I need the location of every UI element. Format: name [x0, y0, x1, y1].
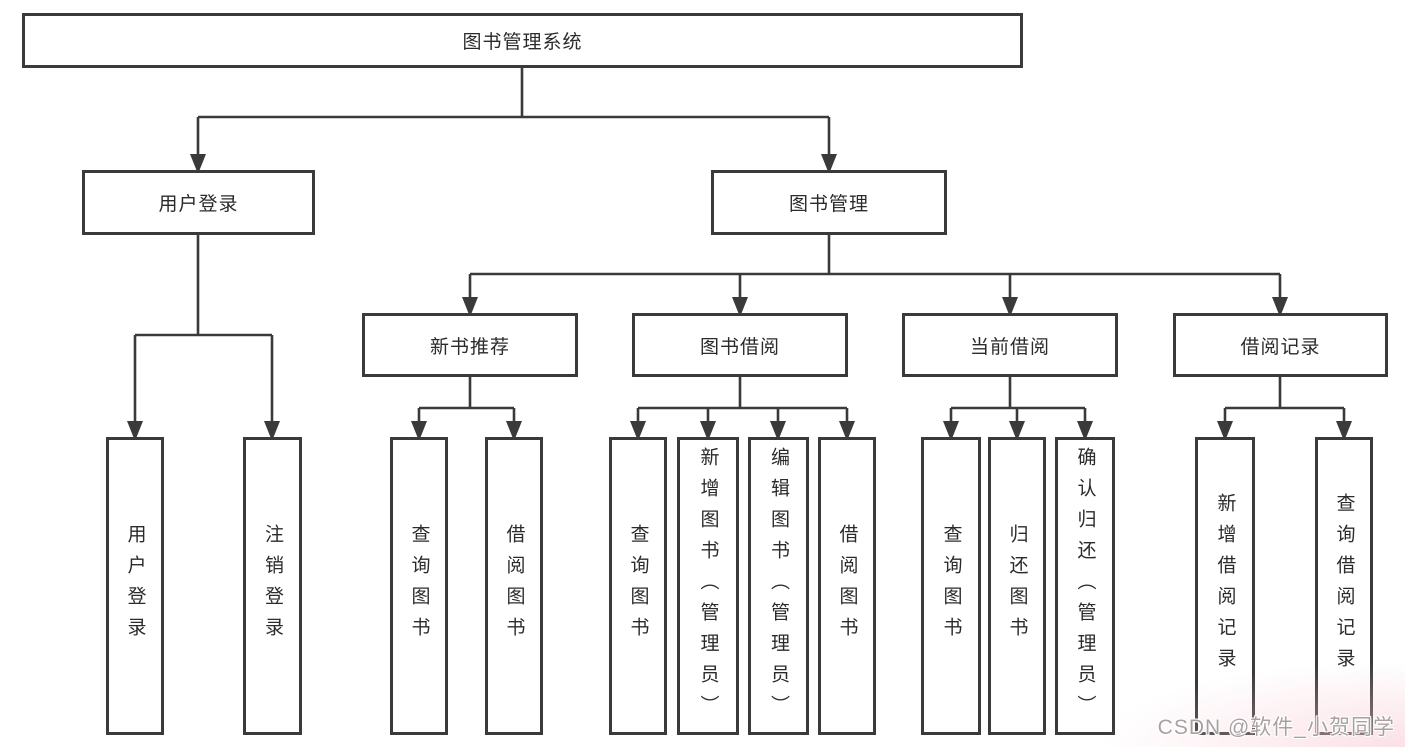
- leaf-return-book: 归还图书: [988, 437, 1046, 735]
- leaf-query-books-current: 查询图书: [921, 437, 981, 735]
- node-borrowing-records: 借阅记录: [1173, 313, 1388, 377]
- arrowheads: [127, 154, 1352, 441]
- leaf-borrow-books-recommend: 借阅图书: [485, 437, 543, 735]
- node-library-management-system: 图书管理系统: [22, 13, 1023, 68]
- leaf-borrow-books-borrowing: 借阅图书: [818, 437, 876, 735]
- leaf-query-borrow-record: 查询借阅记录: [1315, 437, 1373, 735]
- node-current-borrowing: 当前借阅: [902, 313, 1118, 377]
- leaf-query-books-borrowing: 查询图书: [609, 437, 667, 735]
- leaf-edit-book-admin: 编辑图书（管理员）: [748, 437, 809, 735]
- csdn-watermark: CSDN @软件_小贺同学: [1157, 716, 1395, 739]
- leaf-logout: 注销登录: [243, 437, 302, 735]
- leaf-user-login: 用户登录: [106, 437, 164, 735]
- node-new-book-recommendation: 新书推荐: [362, 313, 578, 377]
- leaf-query-books-recommend: 查询图书: [390, 437, 448, 735]
- leaf-confirm-return-admin: 确认归还（管理员）: [1055, 437, 1115, 735]
- node-user-login: 用户登录: [82, 170, 315, 235]
- node-book-management: 图书管理: [711, 170, 947, 235]
- node-book-borrowing: 图书借阅: [632, 313, 848, 377]
- leaf-add-borrow-record: 新增借阅记录: [1195, 437, 1255, 735]
- leaf-add-book-admin: 新增图书（管理员）: [677, 437, 739, 735]
